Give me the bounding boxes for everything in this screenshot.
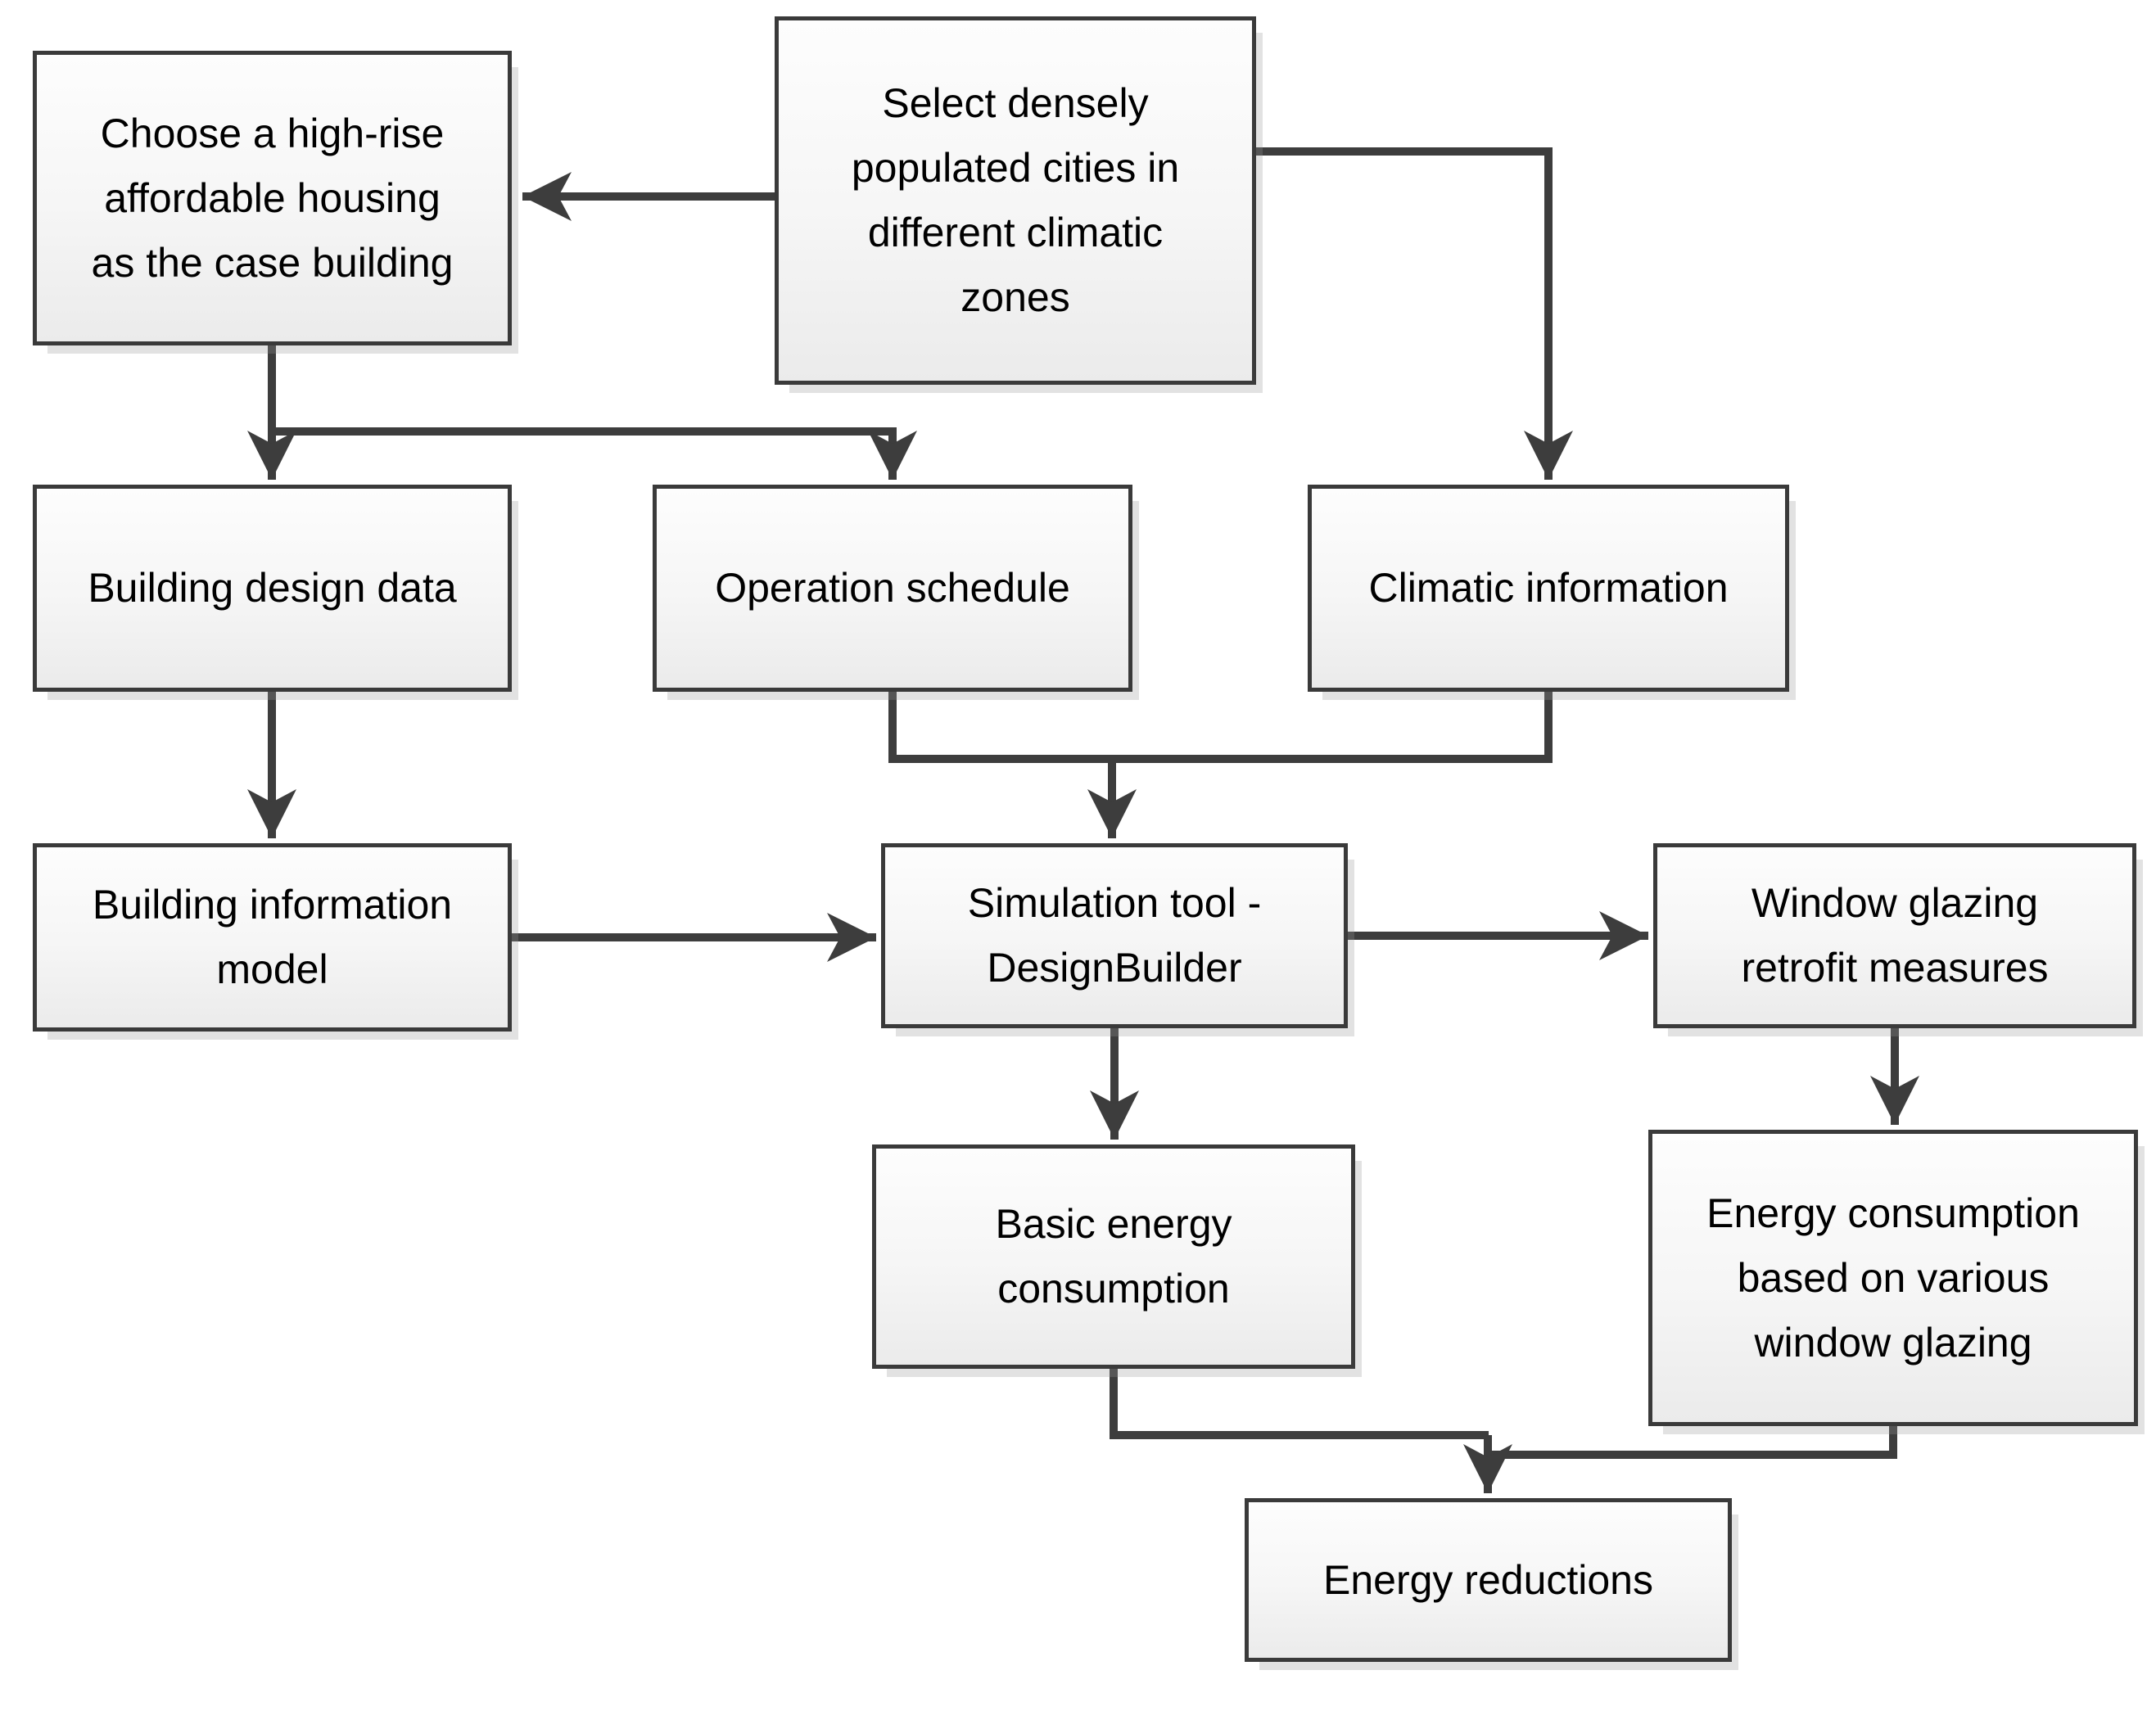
- node-select-cities: Select densely populated cities in diffe…: [775, 16, 1256, 385]
- edge-select-cities-to-climatic-information: [1256, 147, 1573, 480]
- node-building-information-model: Building information model: [33, 843, 512, 1032]
- node-window-glazing-retrofit-label: Window glazing retrofit measures: [1741, 880, 2049, 991]
- node-operation-schedule: Operation schedule: [653, 485, 1132, 692]
- node-building-design-data-label: Building design data: [88, 565, 457, 611]
- edge-basic-energy-down-right: [1110, 1365, 1489, 1439]
- edge-energy-glazing-down-left: [1488, 1422, 1897, 1459]
- node-energy-reductions-label: Energy reductions: [1322, 1556, 1653, 1603]
- node-building-design-data: Building design data: [33, 485, 512, 692]
- node-basic-energy-consumption-label: Basic energy consumption: [995, 1201, 1232, 1311]
- node-select-cities-label: Select densely populated cities in diffe…: [851, 80, 1180, 320]
- node-window-glazing-retrofit: Window glazing retrofit measures: [1653, 843, 2136, 1028]
- node-choose-housing-label: Choose a high-rise affordable housing as…: [91, 110, 454, 286]
- node-energy-reductions: Energy reductions: [1245, 1498, 1732, 1662]
- edge-choose-housing-to-operation-schedule: [272, 427, 917, 480]
- node-simulation-tool: Simulation tool - DesignBuilder: [881, 843, 1348, 1028]
- node-choose-housing: Choose a high-rise affordable housing as…: [33, 51, 512, 345]
- node-energy-consumption-glazing-label: Energy consumption based on various wind…: [1706, 1190, 2080, 1366]
- node-climatic-information: Climatic information: [1308, 485, 1789, 692]
- node-building-information-model-label: Building information model: [92, 882, 453, 992]
- node-simulation-tool-label: Simulation tool - DesignBuilder: [967, 880, 1262, 991]
- node-basic-energy-consumption: Basic energy consumption: [872, 1144, 1355, 1369]
- node-operation-schedule-label: Operation schedule: [715, 565, 1070, 611]
- node-climatic-information-label: Climatic information: [1368, 565, 1729, 611]
- node-energy-consumption-glazing: Energy consumption based on various wind…: [1648, 1130, 2138, 1426]
